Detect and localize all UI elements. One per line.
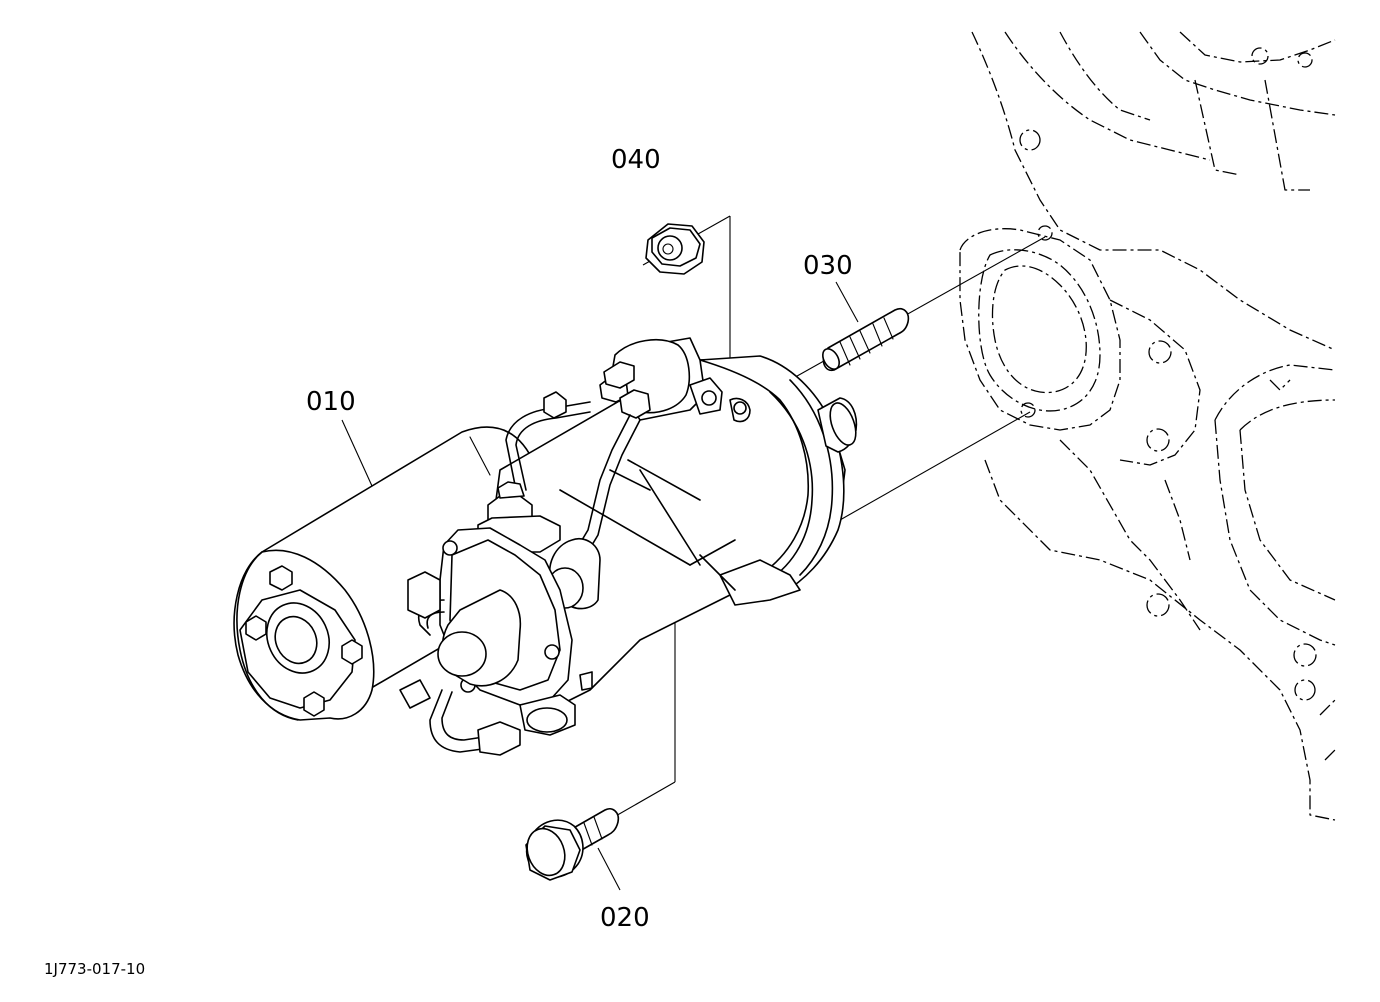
- callout-040: 040: [611, 145, 661, 175]
- part-callouts: 010 020 030 040: [306, 145, 853, 933]
- figure-number: 1J773-017-10: [44, 960, 145, 978]
- callout-010: 010: [306, 387, 356, 417]
- flange-bolt-part-020: [525, 807, 620, 881]
- starter-motor-part-010: [233, 337, 858, 756]
- engine-housing-phantom: [959, 31, 1336, 821]
- stud-part-030: [822, 307, 910, 372]
- rear-bolts: [245, 565, 363, 717]
- callout-020: 020: [600, 903, 650, 933]
- callout-030: 030: [803, 251, 853, 281]
- flange-nut-part-040: [645, 223, 705, 275]
